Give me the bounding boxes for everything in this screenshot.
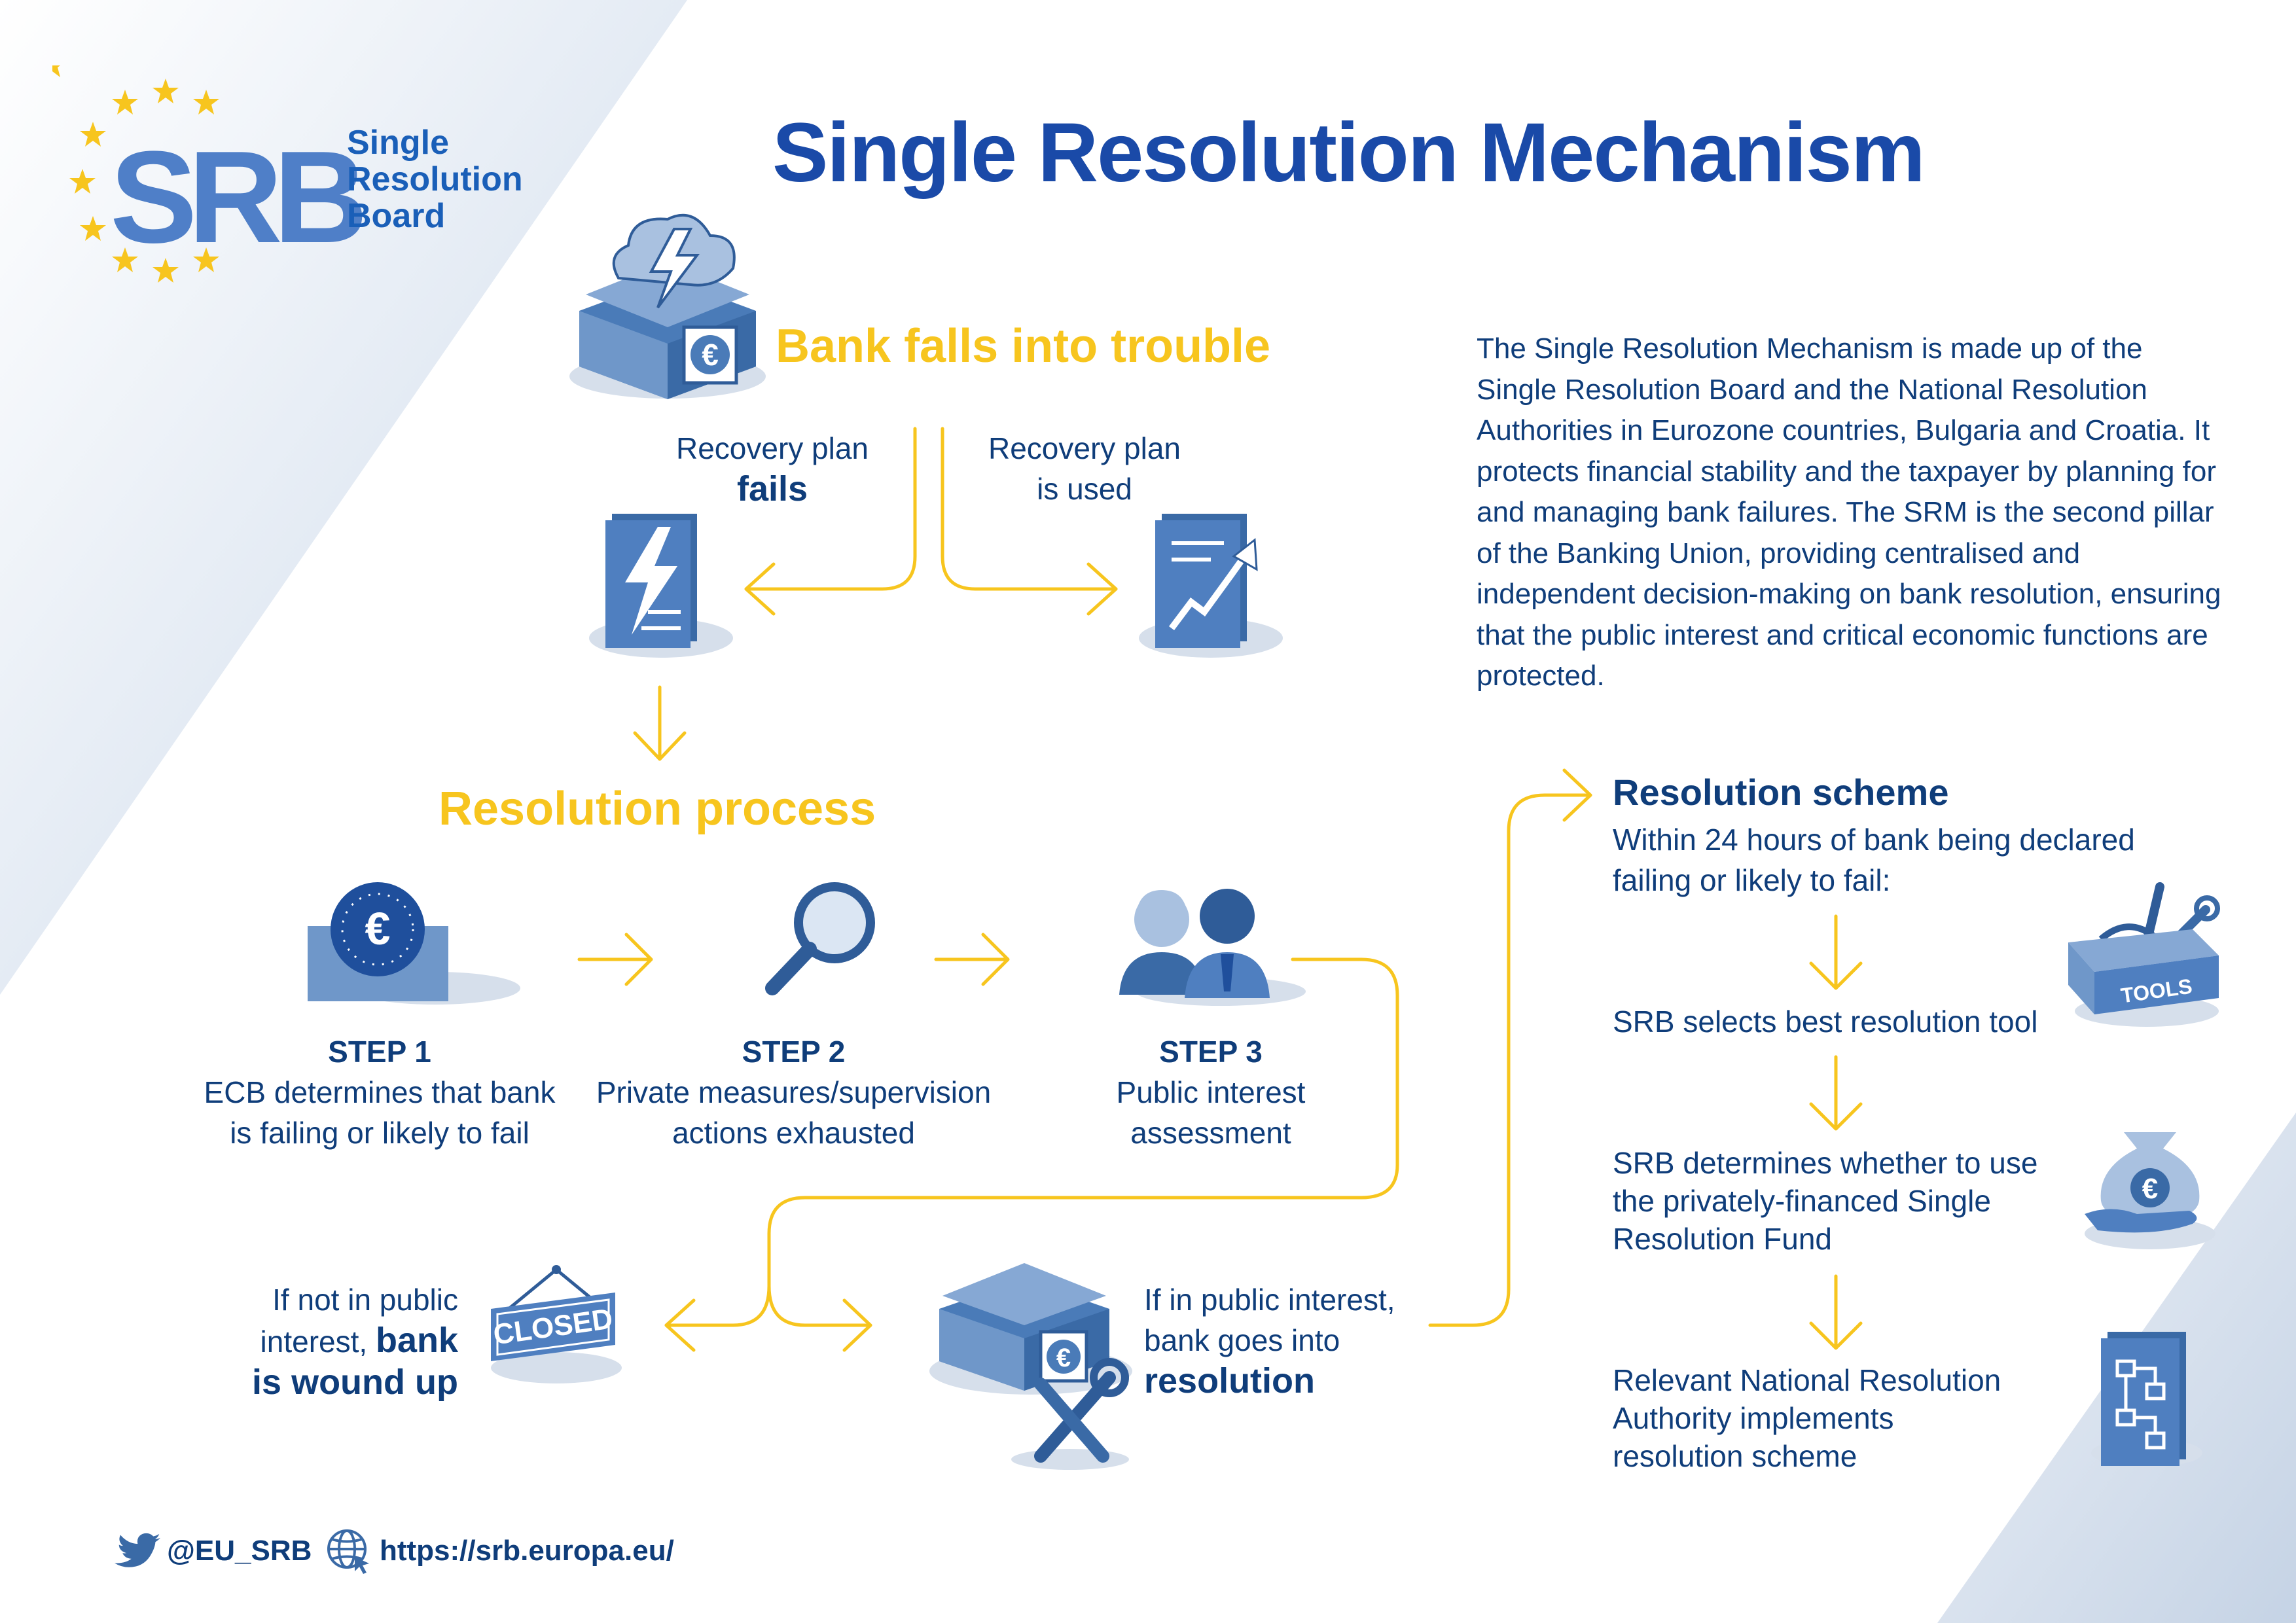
page-title: Single Resolution Mechanism [772, 106, 1926, 200]
step-2-block: STEP 2 Private measures/supervision acti… [596, 1035, 992, 1150]
arrow-step2-step3 [934, 933, 1010, 986]
step-3-block: STEP 3 Public interest assessment [1116, 1035, 1306, 1150]
toolbox-icon: TOOLS [2068, 882, 2220, 1027]
scheme-item-tool: SRB selects best resolution tool [1613, 1005, 2038, 1039]
step-1-block: STEP 1 ECB determines that bank is faili… [204, 1035, 556, 1150]
growth-plan-icon [1139, 514, 1283, 658]
svg-text:€: € [2142, 1173, 2158, 1205]
connector-fails [744, 427, 917, 591]
eu-stars-icon [52, 65, 219, 283]
twitter-handle[interactable]: @EU_SRB [167, 1535, 312, 1567]
arrow-fails [744, 562, 776, 616]
scheme-item-fund: SRB determines whether to use the privat… [1613, 1146, 2038, 1256]
arrow-down-process [633, 685, 687, 761]
arrow-scheme [1562, 768, 1592, 822]
logo-mark: SRB [110, 124, 363, 270]
arrow-scheme-1 [1809, 914, 1863, 990]
scheme-document-icon [2091, 1332, 2202, 1467]
scheme-title: Resolution scheme [1613, 772, 1949, 813]
wound-up-label: If not in public interest, bank is wound… [252, 1283, 458, 1402]
magnifier-icon [765, 882, 875, 995]
people-assessment-icon [1119, 889, 1306, 1006]
svg-text:€: € [702, 338, 719, 372]
arrow-step1-step2 [577, 933, 653, 986]
failed-plan-icon [589, 514, 733, 658]
logo-wordmark: Single Resolution Board [347, 124, 523, 235]
fund-money-bag-icon: € [2085, 1132, 2215, 1249]
connector-step3-wound [664, 957, 1399, 1327]
arrow-resolution [842, 1298, 872, 1352]
scheme-subtitle: Within 24 hours of bank being declared f… [1613, 823, 2135, 897]
resolution-label: If in public interest, bank goes into re… [1144, 1283, 1395, 1400]
top-left-triangle [0, 0, 687, 995]
svg-text:€: € [1056, 1344, 1071, 1372]
scheme-item-nra: Relevant National Resolution Authority i… [1613, 1363, 2001, 1473]
connector-resolution [767, 1284, 872, 1327]
srb-logo: SRB [52, 65, 367, 283]
heading-resolution-process: Resolution process [439, 783, 876, 835]
bank-trouble-icon: € [569, 213, 766, 399]
globe-icon [327, 1529, 369, 1574]
bank-resolution-icon: € [929, 1263, 1132, 1470]
arrow-scheme-2 [1809, 1055, 1863, 1131]
arrow-wound [664, 1298, 696, 1352]
arrow-scheme-3 [1809, 1274, 1863, 1350]
recovery-fails-label: Recovery plan fails [675, 431, 869, 508]
twitter-icon [115, 1533, 160, 1567]
closed-sign-icon: CLOSED [491, 1265, 622, 1383]
connector-used [941, 427, 1118, 591]
connector-scheme [1428, 793, 1592, 1327]
website-link[interactable]: https://srb.europa.eu/ [380, 1535, 674, 1567]
heading-bank-trouble: Bank falls into trouble [776, 320, 1271, 372]
intro-paragraph: The Single Resolution Mechanism is made … [1477, 332, 2221, 692]
recovery-used-label: Recovery plan is used [988, 431, 1181, 506]
svg-text:€: € [365, 903, 391, 954]
ecb-euro-icon: € [308, 882, 520, 1005]
arrow-used [1086, 562, 1118, 616]
